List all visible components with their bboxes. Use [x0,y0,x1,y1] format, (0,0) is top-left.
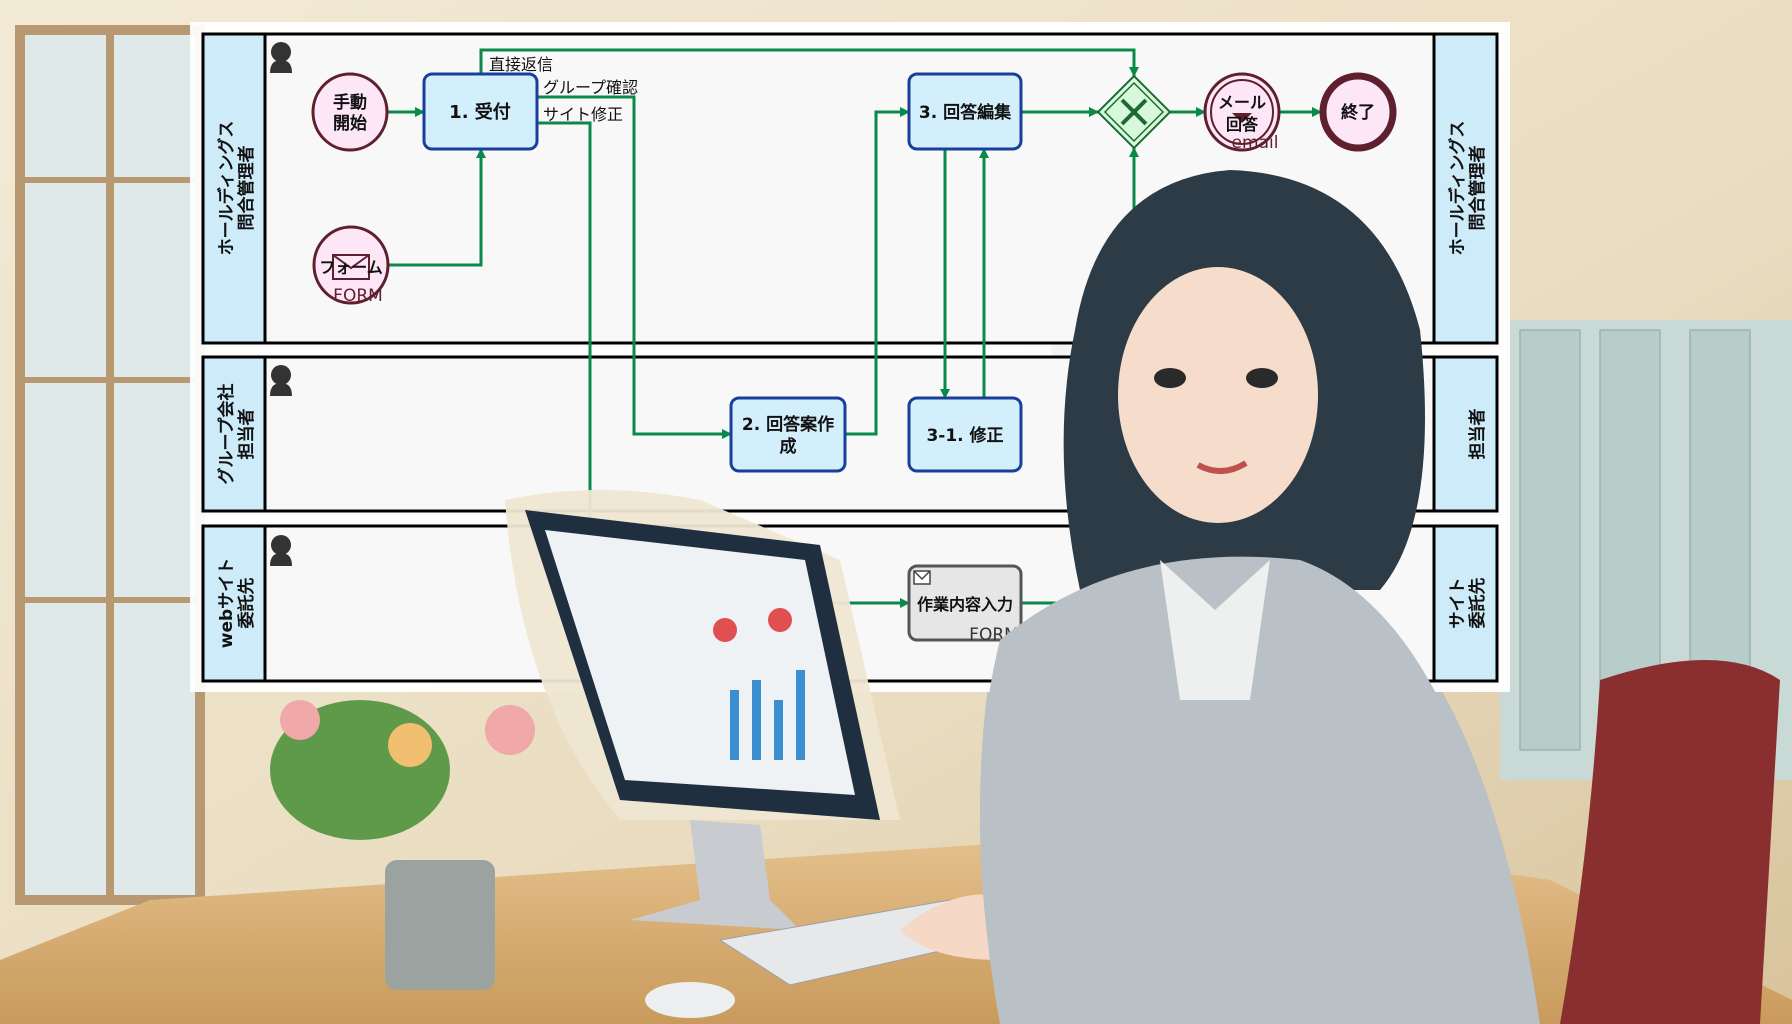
form-start-event[interactable]: フォーム FORM [312,225,390,306]
svg-text:フォーム: フォーム [319,258,383,277]
lane-label-right: 委託先 [1467,578,1488,630]
lane-label-box-right [1432,32,1499,345]
svg-text:2. 回答案作: 2. 回答案作 [742,414,834,435]
svg-text:開始: 開始 [333,113,367,134]
svg-text:終了: 終了 [1341,102,1375,123]
end-event[interactable]: 終了 [1319,72,1397,152]
svg-text:成: 成 [780,436,797,457]
exclusive-gateway[interactable] [1096,74,1172,150]
svg-text:1. 受付: 1. 受付 [449,101,511,123]
foreground-illustration [505,170,1530,1024]
flow-direct-reply [479,48,1139,77]
flow-group-check [537,95,732,439]
x-icon [1120,98,1148,126]
user-icon [270,365,292,396]
window [15,25,205,905]
task-reception[interactable]: 1. 受付 [422,72,539,151]
svg-text:メール: メール [1218,93,1266,112]
lane-label: webサイト [217,558,237,648]
lane-label-right: 問合管理者 [1467,146,1488,231]
svg-text:手動: 手動 [333,92,367,113]
svg-text:FORM: FORM [333,286,383,306]
lane-label-right: 担当者 [1467,409,1488,460]
lane-label: 問合管理者 [236,146,257,231]
flower-vase [270,700,535,990]
task-fix[interactable]: 3-1. 修正 [907,396,1023,473]
lane-label: グループ会社 [216,384,237,485]
svg-text:3. 回答編集: 3. 回答編集 [919,102,1012,123]
edge-label-direct: 直接返信 [489,55,553,74]
user-icon [270,42,292,73]
mail-reply-event[interactable]: メール 回答 email [1203,72,1281,153]
lane-label-right: ホールディングス [1447,121,1468,256]
svg-text:3-1. 修正: 3-1. 修正 [926,425,1003,446]
task-edit-answer[interactable]: 3. 回答編集 [907,72,1023,151]
lane-label: ホールディングス [216,121,237,256]
edge-label-site: サイト修正 [543,105,623,124]
flow-draft-to-edit [845,107,910,436]
flow-form-to-reception [388,148,486,267]
svg-text:email: email [1232,133,1279,153]
lane-label: 委託先 [236,578,257,630]
user-icon [270,535,292,566]
lane-label: 担当者 [236,409,257,460]
edge-label-group: グループ確認 [543,78,638,97]
envelope-icon [1232,113,1252,123]
lane-label-box [201,32,267,345]
svg-text:回答: 回答 [1226,115,1259,134]
svg-text:作業内容入力: 作業内容入力 [917,595,1013,614]
task-work-input[interactable]: 作業内容入力 FORM [907,564,1023,645]
chair [1560,660,1780,1024]
task-draft-answer[interactable]: 2. 回答案作 成 [729,396,847,473]
sequence-flows [387,48,1322,608]
manual-start-event[interactable]: 手動 開始 [311,72,389,152]
lane-label-right: サイト [1448,578,1468,629]
